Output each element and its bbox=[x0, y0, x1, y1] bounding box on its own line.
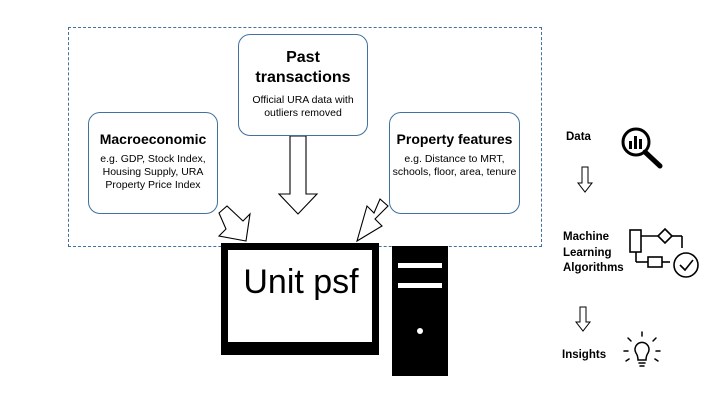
data-label: Data bbox=[566, 131, 591, 143]
property-features-description: e.g. Distance to MRT, schools, floor, ar… bbox=[392, 153, 517, 179]
down-arrow-1 bbox=[576, 166, 594, 193]
macroeconomic-box: Macroeconomic e.g. GDP, Stock Index, Hou… bbox=[88, 112, 218, 214]
lightbulb-icon bbox=[623, 331, 661, 367]
flowchart-check-icon bbox=[629, 227, 699, 278]
arrow-past-to-computer bbox=[277, 135, 319, 215]
arrow-features-to-computer bbox=[356, 198, 389, 243]
arrow-macro-to-computer bbox=[217, 205, 251, 242]
magnifier-chart-icon bbox=[621, 127, 663, 169]
property-features-title: Property features bbox=[396, 131, 513, 147]
down-arrow-2 bbox=[574, 306, 592, 332]
past-transactions-title: Past transactions bbox=[255, 49, 351, 86]
insights-label: Insights bbox=[562, 349, 607, 361]
macroeconomic-description: e.g. GDP, Stock Index, Housing Supply, U… bbox=[100, 153, 206, 192]
property-features-box: Property features e.g. Distance to MRT, … bbox=[389, 112, 520, 214]
macroeconomic-title: Macroeconomic bbox=[99, 131, 207, 147]
unit-psf-label: Unit psf bbox=[243, 263, 359, 301]
past-transactions-box: Past transactions Official URA data with… bbox=[238, 34, 368, 136]
ml-algorithms-label: Machine Learning Algorithms bbox=[563, 231, 624, 275]
past-transactions-description: Official URA data with outliers removed bbox=[252, 94, 354, 120]
